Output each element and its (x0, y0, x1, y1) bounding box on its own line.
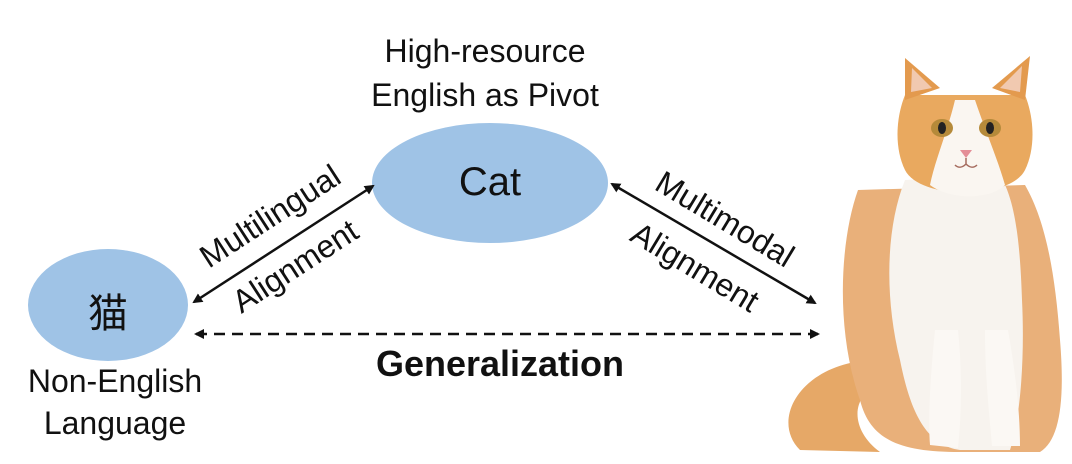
pivot-caption-line1: High-resource (384, 33, 586, 69)
cat-image (788, 56, 1062, 452)
source-caption-line1: Non-English (27, 363, 203, 399)
pivot-caption-line2: English as Pivot (371, 77, 599, 113)
source-node (28, 249, 188, 361)
generalization-label: Generalization (375, 343, 625, 384)
pivot-node (372, 123, 608, 243)
source-caption-line2: Language (43, 405, 187, 441)
multilingual-arrow (192, 184, 375, 304)
source-node-label: 猫 (88, 292, 128, 336)
multimodal-arrow (610, 182, 817, 305)
pivot-node-label: Cat (458, 160, 522, 204)
